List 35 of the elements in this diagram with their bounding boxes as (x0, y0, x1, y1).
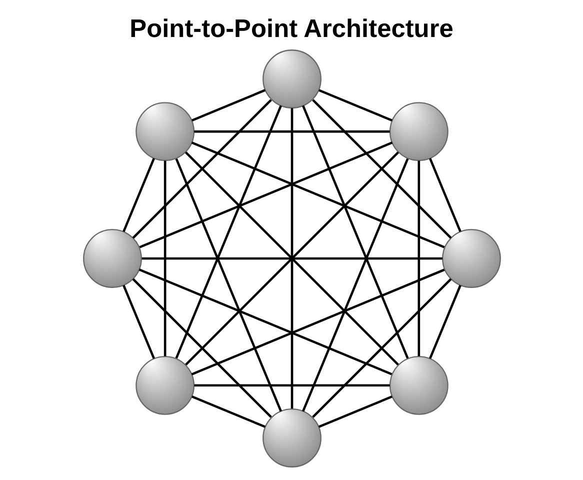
connector (122, 158, 155, 232)
connector (122, 284, 154, 359)
connector (174, 105, 282, 359)
node-circle (442, 229, 500, 288)
connector (301, 158, 408, 412)
connector (428, 158, 461, 232)
connector (190, 142, 444, 248)
connector (174, 158, 282, 412)
node-circle (388, 356, 448, 415)
connector (318, 89, 392, 122)
connector (191, 395, 266, 428)
connector (138, 142, 392, 248)
connector (318, 395, 392, 428)
connector (301, 105, 408, 359)
connector (190, 268, 444, 376)
node-circle (135, 102, 194, 162)
connector (191, 89, 266, 122)
connector (194, 384, 390, 387)
node-circle (135, 356, 194, 415)
node-circle (82, 229, 142, 288)
connector (163, 160, 166, 356)
connector (417, 160, 420, 356)
connector (290, 108, 293, 409)
diagram-title: Point-to-Point Architecture (129, 14, 453, 43)
connector (132, 278, 272, 418)
node-circle (262, 408, 321, 468)
connector (312, 278, 452, 418)
node-circle (388, 102, 448, 162)
connector (141, 257, 442, 260)
connector (132, 99, 272, 239)
connector (138, 268, 392, 376)
connector (312, 99, 452, 239)
node-circle (262, 50, 321, 108)
connector (194, 130, 390, 133)
connector (428, 284, 461, 359)
